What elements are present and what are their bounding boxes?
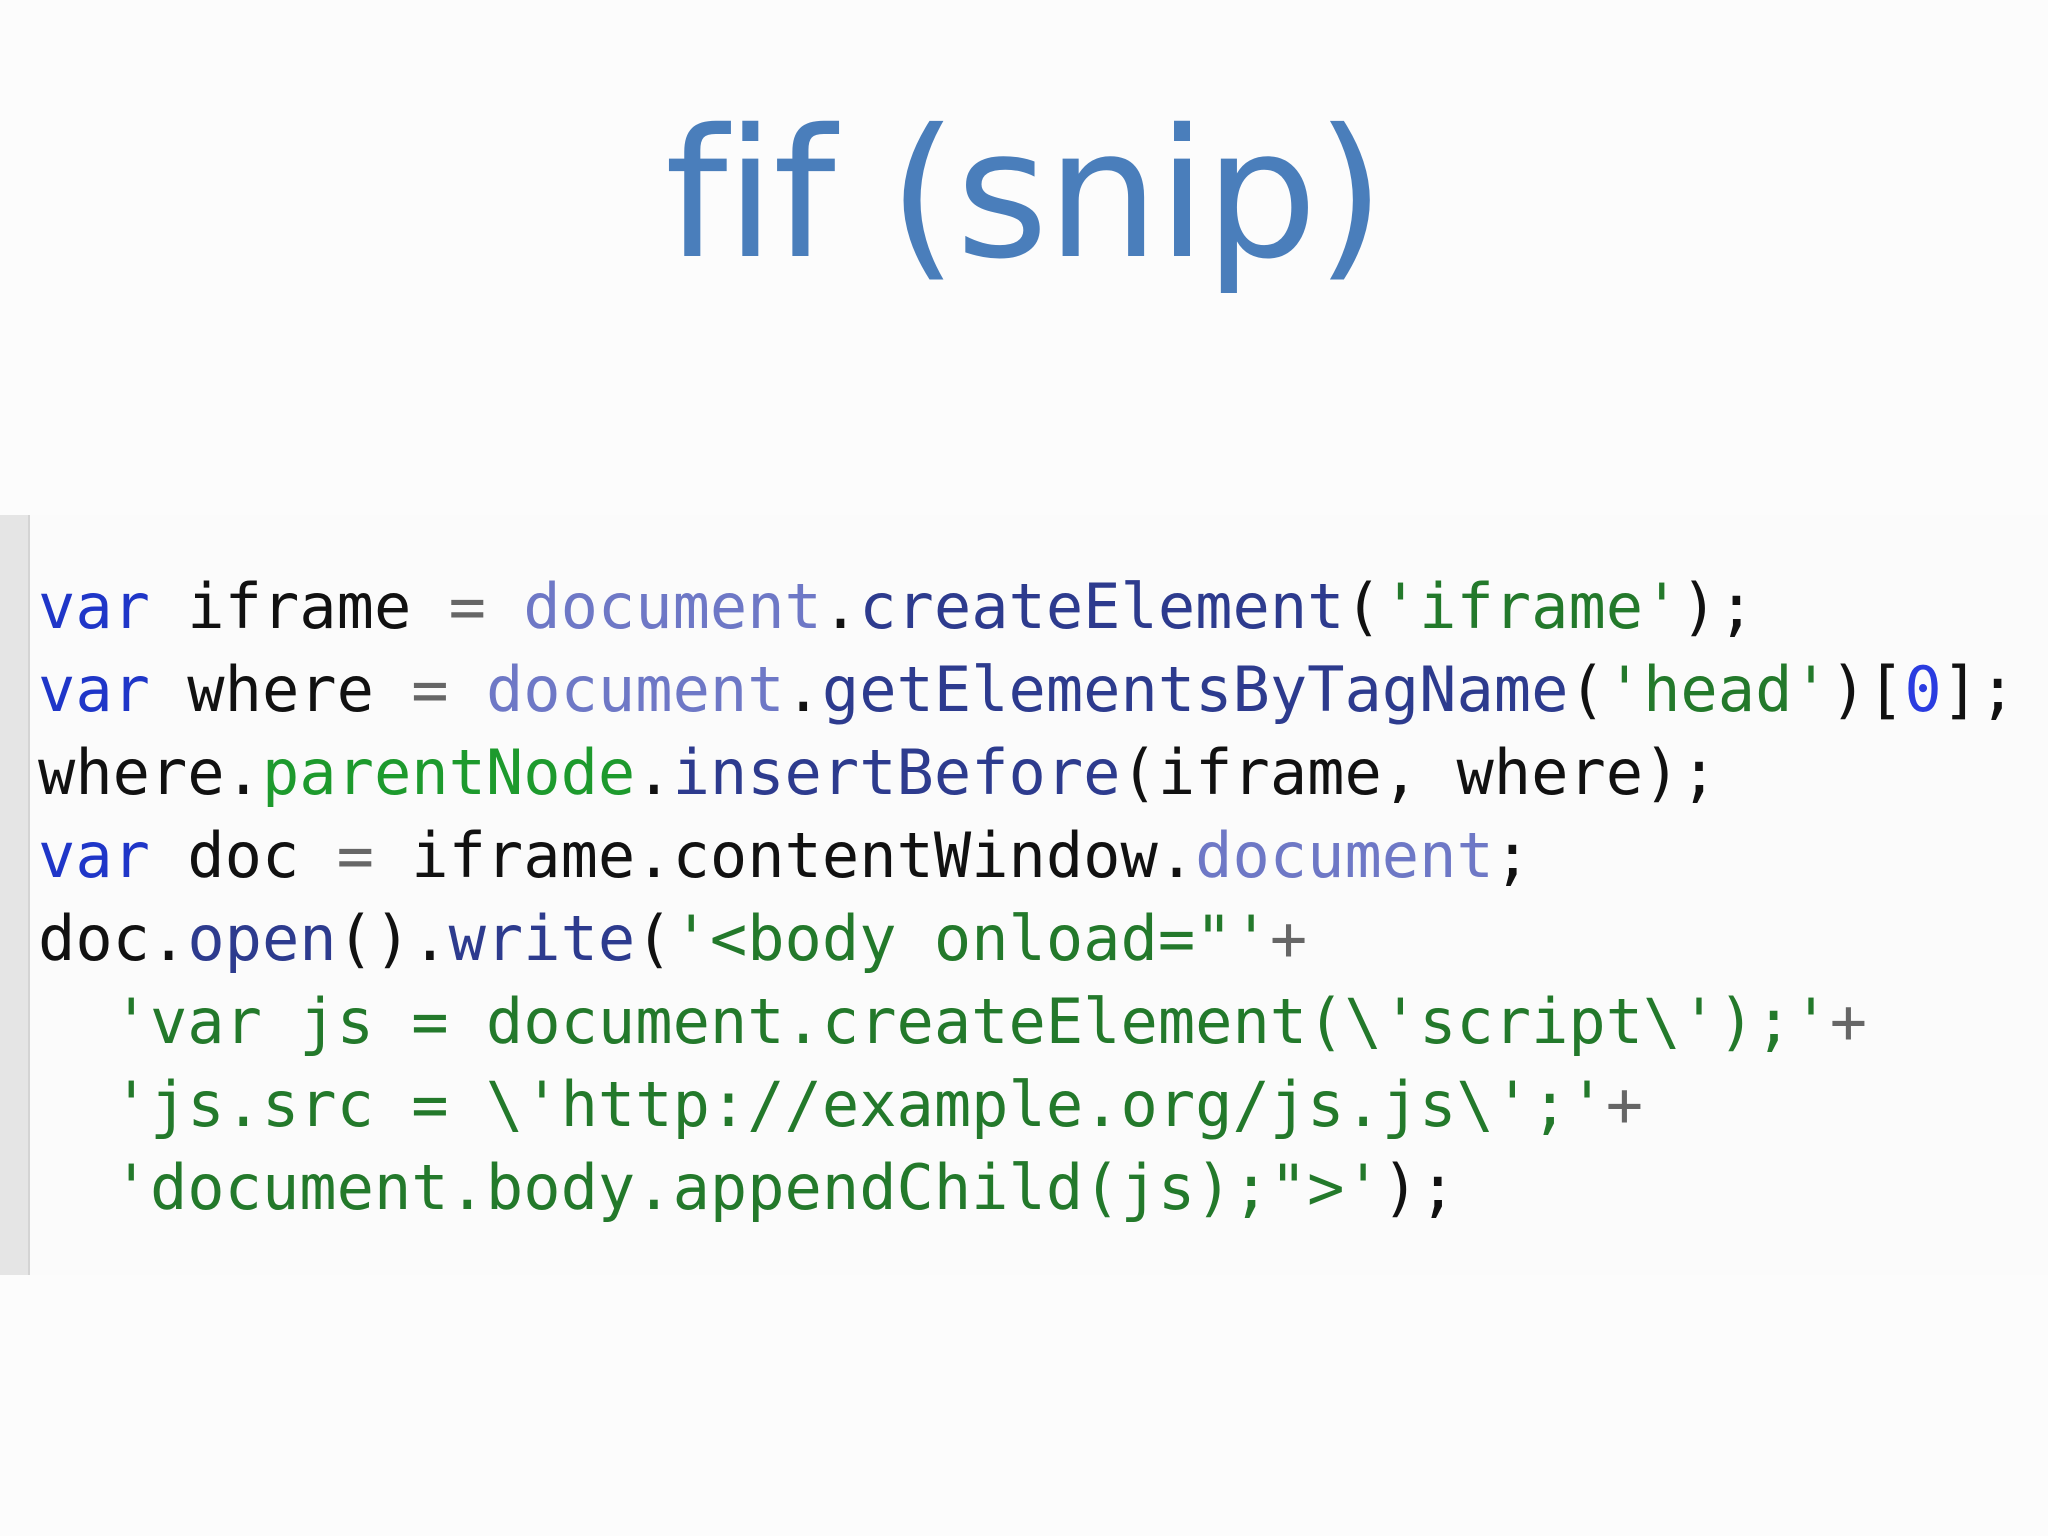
- code-token-num: 0: [1904, 653, 1942, 726]
- code-line: doc.open().write('<body onload="'+: [38, 897, 2016, 980]
- code-token-plain: (: [1568, 653, 1606, 726]
- code-token-fn: createElement: [859, 570, 1345, 643]
- code-token-plain: [38, 985, 113, 1058]
- code-token-plain: iframe: [149, 570, 449, 643]
- code-token-obj: document: [523, 570, 822, 643]
- code-token-prop: parentNode: [261, 736, 636, 809]
- code-line: 'document.body.appendChild(js);">');: [38, 1146, 2016, 1229]
- code-token-plain: ().: [336, 902, 449, 975]
- code-gutter: [0, 515, 30, 1275]
- code-token-plain: )[: [1829, 653, 1905, 726]
- code-token-op: +: [1269, 902, 1308, 975]
- code-token-plain: .: [635, 736, 673, 809]
- code-token-str: '<body onload="': [672, 902, 1270, 975]
- code-line: var iframe = document.createElement('ifr…: [38, 565, 2016, 648]
- code-token-plain: where: [149, 653, 412, 726]
- code-token-fn: insertBefore: [672, 736, 1121, 809]
- code-token-fn: write: [448, 902, 636, 975]
- code-token-plain: (iframe, where);: [1120, 736, 1718, 809]
- code-token-str: 'document.body.appendChild(js);">': [112, 1151, 1382, 1224]
- code-line: 'js.src = \'http://example.org/js.js\';'…: [38, 1063, 2016, 1146]
- code-block: var iframe = document.createElement('ifr…: [38, 565, 2016, 1229]
- code-token-fn: getElementsByTagName: [821, 653, 1569, 726]
- code-token-op: +: [1605, 1068, 1644, 1141]
- code-token-plain: where.: [38, 736, 262, 809]
- code-token-plain: [449, 653, 486, 726]
- code-token-kw: var: [38, 819, 150, 892]
- code-token-op: =: [336, 819, 374, 892]
- code-token-plain: iframe.contentWindow.: [373, 819, 1196, 892]
- code-token-kw: var: [38, 653, 150, 726]
- code-token-plain: [38, 1068, 113, 1141]
- code-token-fn: open: [187, 902, 337, 975]
- code-line: var doc = iframe.contentWindow.document;: [38, 814, 2016, 897]
- code-token-op: =: [448, 570, 486, 643]
- code-line: 'var js = document.createElement(\'scrip…: [38, 980, 2016, 1063]
- code-line: where.parentNode.insertBefore(iframe, wh…: [38, 731, 2016, 814]
- code-token-plain: [38, 1151, 113, 1224]
- code-token-kw: var: [38, 570, 150, 643]
- code-token-plain: doc.: [38, 902, 188, 975]
- code-token-plain: ;: [1493, 819, 1532, 892]
- code-snippet-panel: var iframe = document.createElement('ifr…: [0, 515, 2048, 1275]
- code-token-str: 'head': [1605, 653, 1830, 726]
- code-token-obj: document: [485, 653, 785, 726]
- code-token-plain: (: [1344, 570, 1382, 643]
- code-token-obj: document: [1195, 819, 1494, 892]
- code-token-str: 'iframe': [1381, 570, 1681, 643]
- code-token-plain: );: [1381, 1151, 1457, 1224]
- code-token-plain: doc: [149, 819, 337, 892]
- code-token-str: 'var js = document.createElement(\'scrip…: [112, 985, 1830, 1058]
- code-token-op: +: [1829, 985, 1868, 1058]
- code-token-plain: .: [784, 653, 822, 726]
- code-token-plain: (: [635, 902, 673, 975]
- code-token-plain: [486, 570, 523, 643]
- code-token-plain: ];: [1941, 653, 2017, 726]
- slide-title: fif (snip): [664, 91, 1385, 298]
- code-token-op: =: [411, 653, 449, 726]
- code-token-plain: .: [821, 570, 860, 643]
- code-token-plain: );: [1680, 570, 1756, 643]
- code-line: var where = document.getElementsByTagNam…: [38, 648, 2016, 731]
- code-token-str: 'js.src = \'http://example.org/js.js\';': [112, 1068, 1606, 1141]
